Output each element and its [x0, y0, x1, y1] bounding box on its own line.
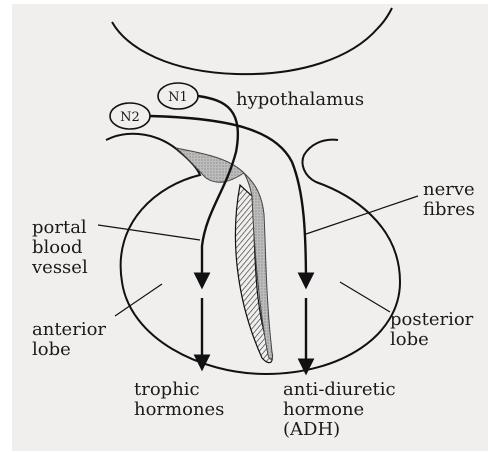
nerve-fibre-n2 [150, 116, 306, 286]
portal-leader [98, 225, 200, 240]
hypothalamus-outline [112, 8, 392, 74]
n2-label: N2 [120, 110, 140, 125]
median-eminence [176, 148, 244, 182]
n1-label: N1 [168, 90, 188, 105]
adh-label: anti-diuretic hormone (ADH) [283, 380, 396, 440]
hypothalamus-label: hypothalamus [236, 90, 364, 110]
nerve-leader [306, 196, 418, 234]
anterior-lobe-label: anterior lobe [32, 320, 106, 360]
portal-blood-vessel-label: portal blood vessel [32, 218, 88, 278]
nerve-fibres-label: nerve fibres [423, 180, 475, 220]
posterior-lobe-label: posterior lobe [390, 310, 473, 350]
anterior-leader [115, 284, 162, 316]
trophic-hormones-label: trophic hormones [134, 380, 224, 420]
posterior-leader [340, 282, 390, 312]
